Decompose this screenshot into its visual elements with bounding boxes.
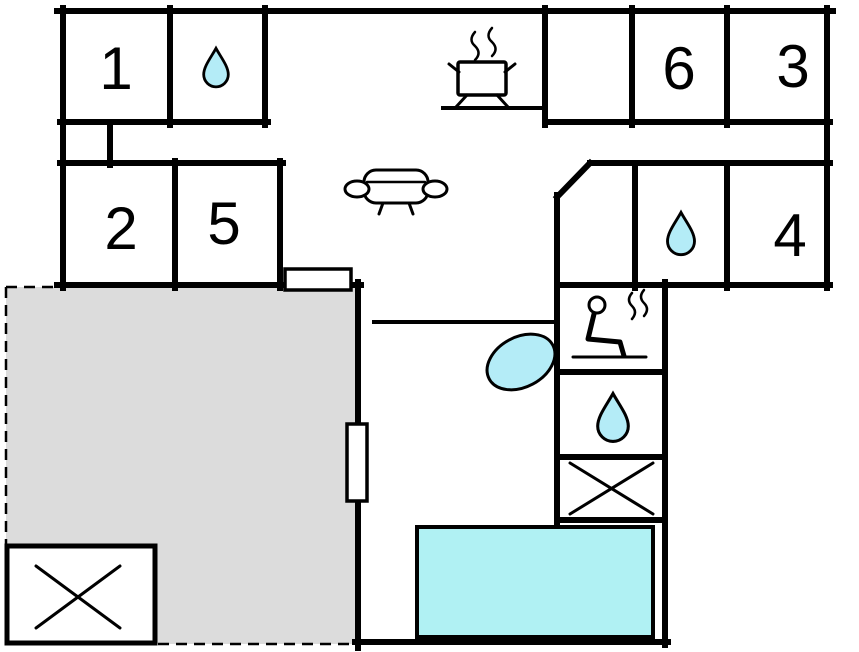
water-drop-shape [666,209,696,257]
walls [54,5,836,651]
bathtub-icon [485,332,557,392]
person-body [585,311,627,359]
pot-handle [503,62,517,74]
swimming-pool [415,525,655,639]
sofa-icon [343,168,449,216]
stove-icon [447,26,517,109]
steam-line [487,26,497,58]
room-label-2: 2 [104,195,137,262]
room-label-6: 6 [662,35,695,102]
sofa-armrest [343,179,371,199]
pot-handle [447,62,461,74]
water-drop-shape [202,45,230,89]
steam-line [639,288,649,318]
water-drop-shape [596,390,630,443]
sauna-person-icon [571,288,649,359]
sofa-leg [407,201,415,216]
cross-mark-icon [34,564,122,630]
water-drop-icon [202,45,230,89]
steam-line [627,291,637,321]
pot [456,60,508,97]
room-label-3: 3 [776,33,809,100]
sofa-armrest [421,179,449,199]
room-label-5: 5 [207,190,240,257]
sofa-body [362,168,430,205]
cross-mark-icon [568,461,655,516]
stairs-room [4,543,158,646]
stove-leg [495,93,510,109]
door-side [345,422,369,503]
water-drop-icon [666,209,696,257]
door-terrace [283,267,353,292]
room-label-1: 1 [99,35,132,102]
room-label-4: 4 [773,202,806,269]
utility-room [568,461,655,516]
stove-leg [454,93,469,109]
person-head [587,295,607,315]
water-drop-icon [596,390,630,443]
steam-line [470,30,480,62]
wall-segment-diagonal [552,158,595,202]
sofa-leg [377,201,385,216]
